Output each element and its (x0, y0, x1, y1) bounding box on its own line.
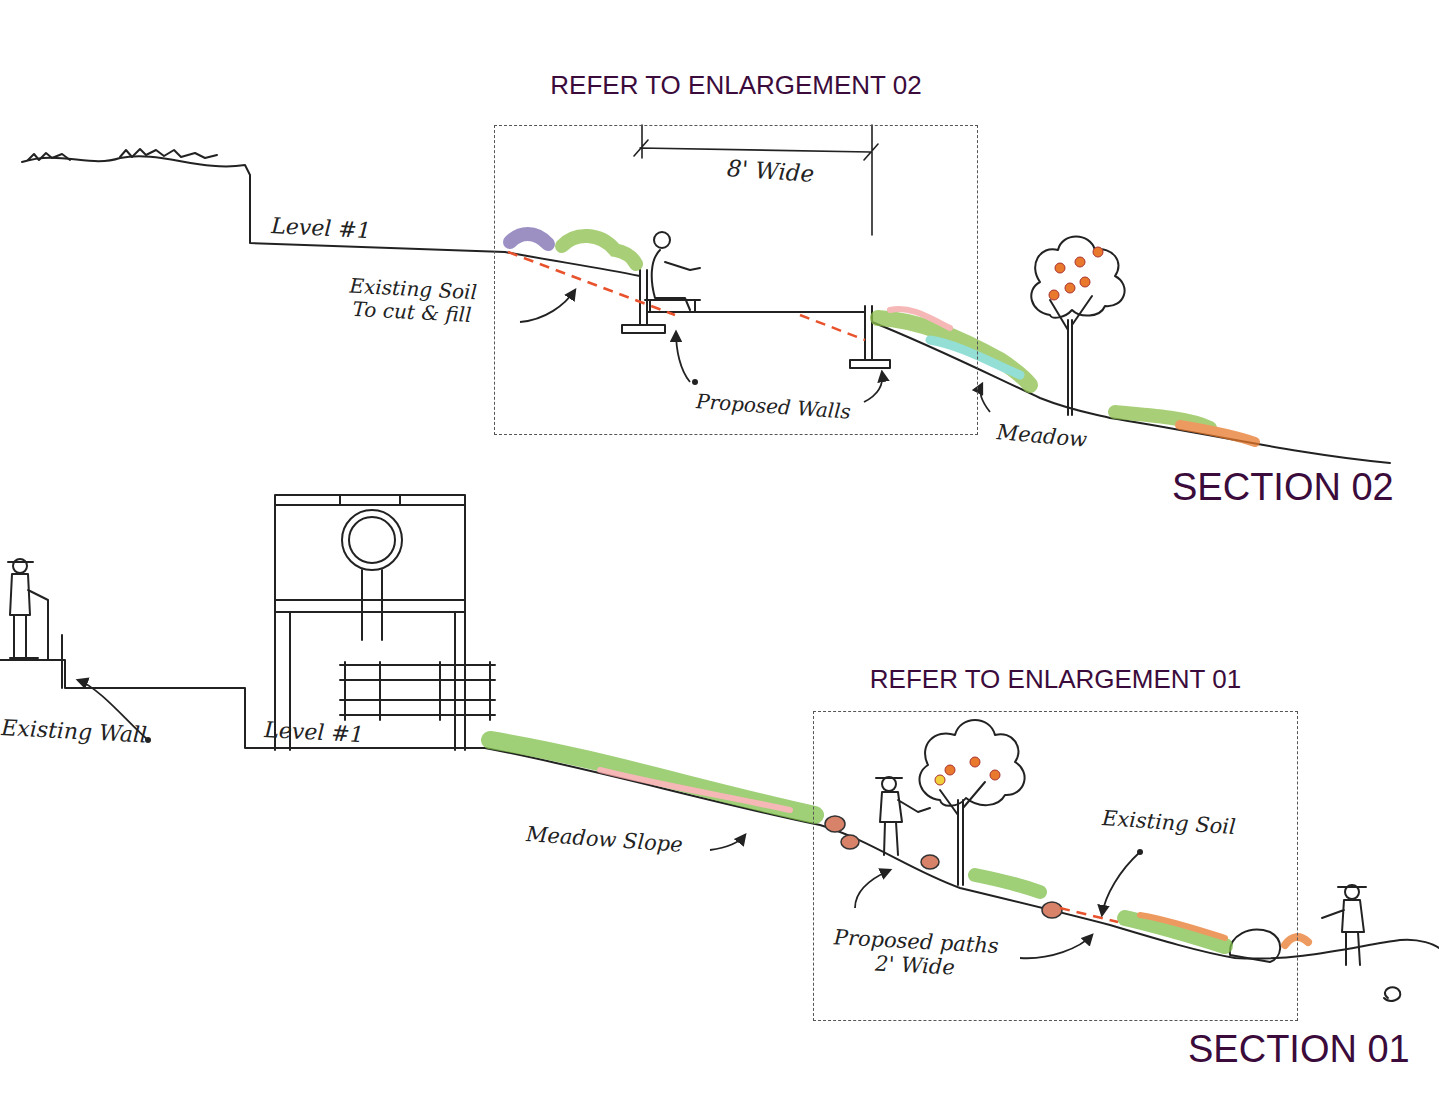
dimension-label: 8' Wide (726, 155, 858, 190)
enlargement-heading: REFER TO ENLARGEMENT 01 (774, 664, 1337, 695)
soil-label: Existing Soil (1101, 806, 1277, 842)
level-label: Level #1 (271, 213, 392, 245)
meadow-label: Meadow (996, 420, 1108, 454)
path-note: Proposed paths 2' Wide (825, 925, 1005, 983)
wall-note: Proposed Walls (695, 390, 866, 425)
section-title: SECTION 01 (1188, 1028, 1428, 1072)
slope-label: Meadow Slope (525, 822, 716, 859)
wall-label: Existing Wall (1, 715, 172, 749)
enlargement-heading: REFER TO ENLARGEMENT 02 (455, 70, 1017, 101)
section-title: SECTION 02 (1172, 466, 1412, 510)
level-label: Level #1 (264, 717, 385, 749)
soil-note: Existing Soil To cut & fill (336, 274, 490, 328)
